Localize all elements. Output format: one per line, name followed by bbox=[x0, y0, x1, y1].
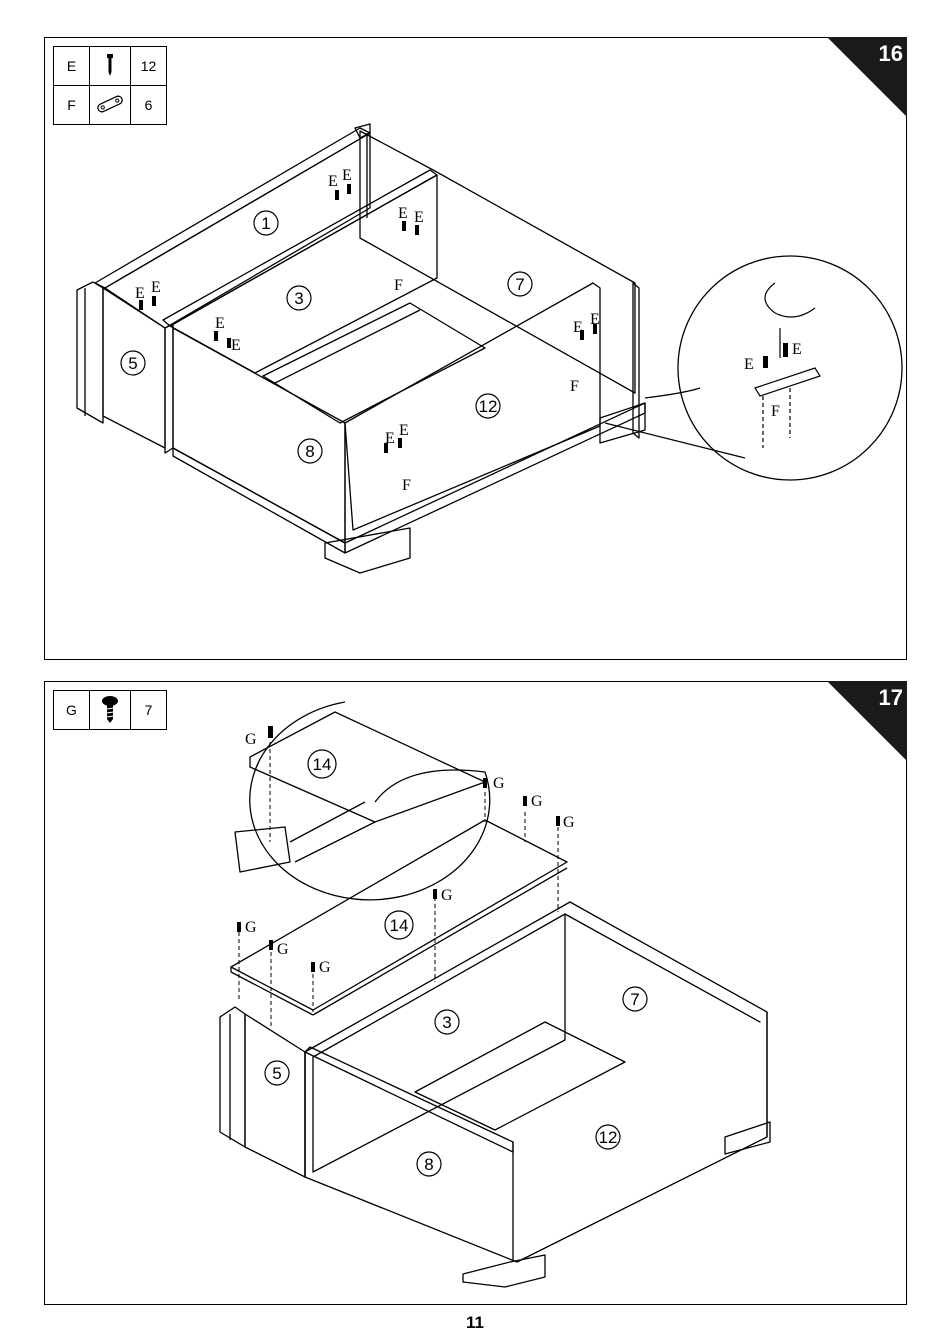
panel-label: 14 bbox=[313, 755, 332, 774]
step-16-assembly-drawing: E E E E E E E E E E E E E E F F F F 1 3 … bbox=[45, 38, 908, 661]
panel-label: 12 bbox=[599, 1128, 618, 1147]
panel-label: 3 bbox=[294, 289, 303, 308]
hardware-label: G bbox=[441, 887, 453, 904]
hardware-label: E bbox=[151, 279, 161, 296]
hardware-label: G bbox=[277, 941, 289, 958]
panel-label: 5 bbox=[272, 1064, 281, 1083]
hardware-label: E bbox=[399, 422, 409, 439]
panel-label: 8 bbox=[424, 1155, 433, 1174]
panel-label: 3 bbox=[442, 1013, 451, 1032]
hardware-label: E bbox=[215, 315, 225, 332]
panel-label: 7 bbox=[515, 275, 524, 294]
hardware-label: F bbox=[394, 277, 403, 294]
hardware-label: G bbox=[319, 959, 331, 976]
hardware-label: E bbox=[135, 285, 145, 302]
hardware-label: E bbox=[414, 209, 424, 226]
hardware-label: E bbox=[231, 337, 241, 354]
panel-label: 1 bbox=[261, 214, 270, 233]
hardware-label: E bbox=[342, 167, 352, 184]
panel-label: 8 bbox=[305, 442, 314, 461]
hardware-label: E bbox=[398, 205, 408, 222]
panel-label: 12 bbox=[479, 397, 498, 416]
hardware-label: G bbox=[245, 919, 257, 936]
hardware-label: E bbox=[792, 341, 802, 358]
hardware-label: G bbox=[531, 793, 543, 810]
hardware-label: E bbox=[573, 319, 583, 336]
panel-label: 5 bbox=[128, 354, 137, 373]
step-17-assembly-drawing: G G G G G G G G 14 14 3 7 5 8 12 bbox=[45, 682, 908, 1306]
hardware-label: F bbox=[771, 403, 780, 420]
hardware-label: E bbox=[385, 430, 395, 447]
hardware-label: G bbox=[245, 731, 257, 748]
hardware-label: G bbox=[493, 775, 505, 792]
hardware-label: F bbox=[570, 378, 579, 395]
step-16-panel: 16 E 12 F bbox=[44, 37, 907, 660]
hardware-label: E bbox=[328, 173, 338, 190]
panel-label: 7 bbox=[630, 990, 639, 1009]
step-17-panel: 17 G 7 bbox=[44, 681, 907, 1305]
hardware-label: E bbox=[744, 356, 754, 373]
page-number: 11 bbox=[0, 1313, 950, 1333]
hardware-label: E bbox=[590, 311, 600, 328]
hardware-label: G bbox=[563, 814, 575, 831]
hardware-label: F bbox=[402, 477, 411, 494]
panel-label: 14 bbox=[390, 916, 409, 935]
